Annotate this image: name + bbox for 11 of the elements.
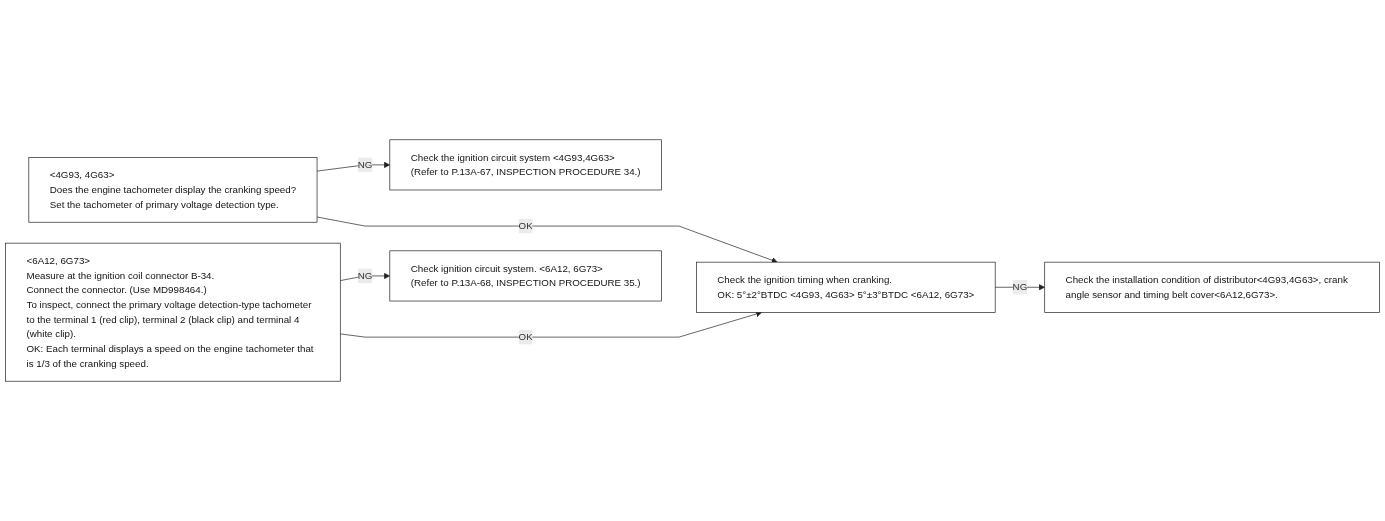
edge-label: NG: [357, 270, 373, 282]
node-box: <6A12, 6G73> Measure at the ignition coil connector B-34. Connect the connector. (Use MD998464.) To inspect, connect the primary voltage detection-type tachometer to the terminal 1 (red clip), terminal 2 (black clip) and terminal 4 (white clip). OK: Each terminal displays a speed on the engine tachometer that is 1/3 of the cranking speed.: [5, 242, 341, 382]
edge-label: NG: [357, 158, 373, 171]
node-box: Check ignition circuit system. <6A12, 6G73> (Refer to P.13A-68, INSPECTION PROCEDURE 35.): [389, 250, 662, 302]
edge-label: OK: [518, 220, 533, 232]
node-box: Check the installation condition of distributor<4G93,4G63>, crank angle sensor and timing belt cover<6A12,6G73>.: [1044, 261, 1380, 313]
edge-label: OK: [518, 331, 533, 343]
node-box: Check the ignition circuit system <4G93,4G63> (Refer to P.13A-67, INSPECTION PROCEDURE 34.): [389, 139, 662, 191]
node-box: <4G93, 4G63> Does the engine tachometer display the cranking speed? Set the tachometer of primary voltage detection type.: [28, 157, 318, 223]
edge-label: NG: [1012, 281, 1028, 293]
node-box: Check the ignition timing when cranking. OK: 5°±2°BTDC <4G93, 4G63> 5°±3°BTDC <6A12, 6G73>: [696, 261, 996, 313]
